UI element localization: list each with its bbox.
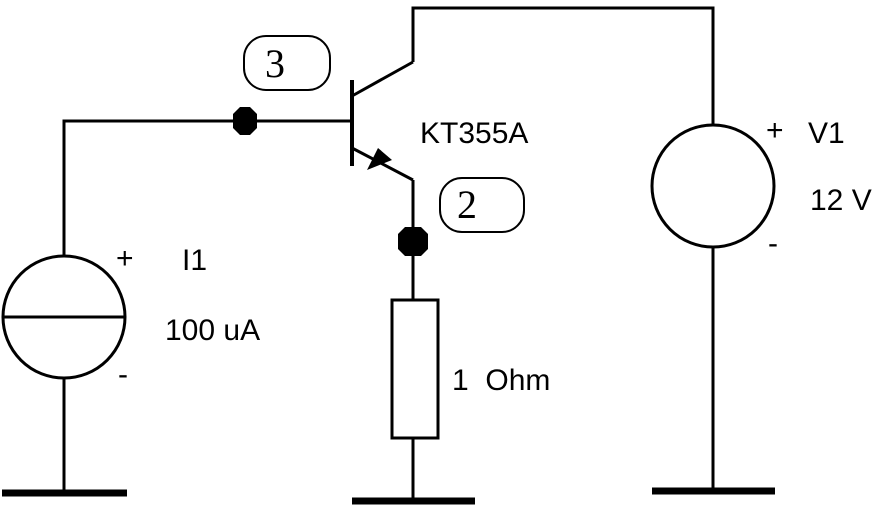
current-source-i1: + - I1 100 uA	[1, 242, 260, 391]
wire-collector-supply	[411, 6, 715, 125]
transistor-collector-lead	[351, 60, 414, 98]
transistor-emitter-lead	[351, 146, 414, 182]
node-dot-base	[233, 107, 257, 135]
grounds	[2, 487, 775, 505]
node-number-2: 2	[457, 182, 477, 227]
transistor-label: KT355A	[420, 117, 528, 150]
node-number-badge	[243, 35, 331, 91]
resistor: 1 Ohm	[390, 298, 550, 440]
transistor-kt355a: KT355A	[350, 60, 528, 182]
resistor-value: 1 Ohm	[452, 364, 550, 397]
node-markers: 3 2	[233, 35, 525, 256]
node-number-3: 3	[265, 41, 285, 86]
voltage-source-name: V1	[808, 117, 845, 150]
wire-base	[62, 119, 352, 256]
voltage-source-value: 12 V	[810, 184, 872, 217]
voltage-source-minus: -	[768, 227, 778, 260]
current-source-plus: +	[116, 242, 134, 275]
node-number-badge	[439, 177, 525, 233]
voltage-source-circle	[650, 123, 776, 249]
resistor-body	[390, 298, 440, 440]
current-source-minus: -	[118, 358, 128, 391]
wires	[62, 6, 715, 498]
current-source-value: 100 uA	[165, 314, 260, 347]
emitter-arrow-icon	[367, 148, 392, 170]
node-dot-emitter	[398, 227, 428, 256]
voltage-source-v1: + - V1 12 V	[650, 114, 872, 260]
voltage-source-plus: +	[766, 114, 784, 147]
current-source-name: I1	[182, 244, 207, 277]
